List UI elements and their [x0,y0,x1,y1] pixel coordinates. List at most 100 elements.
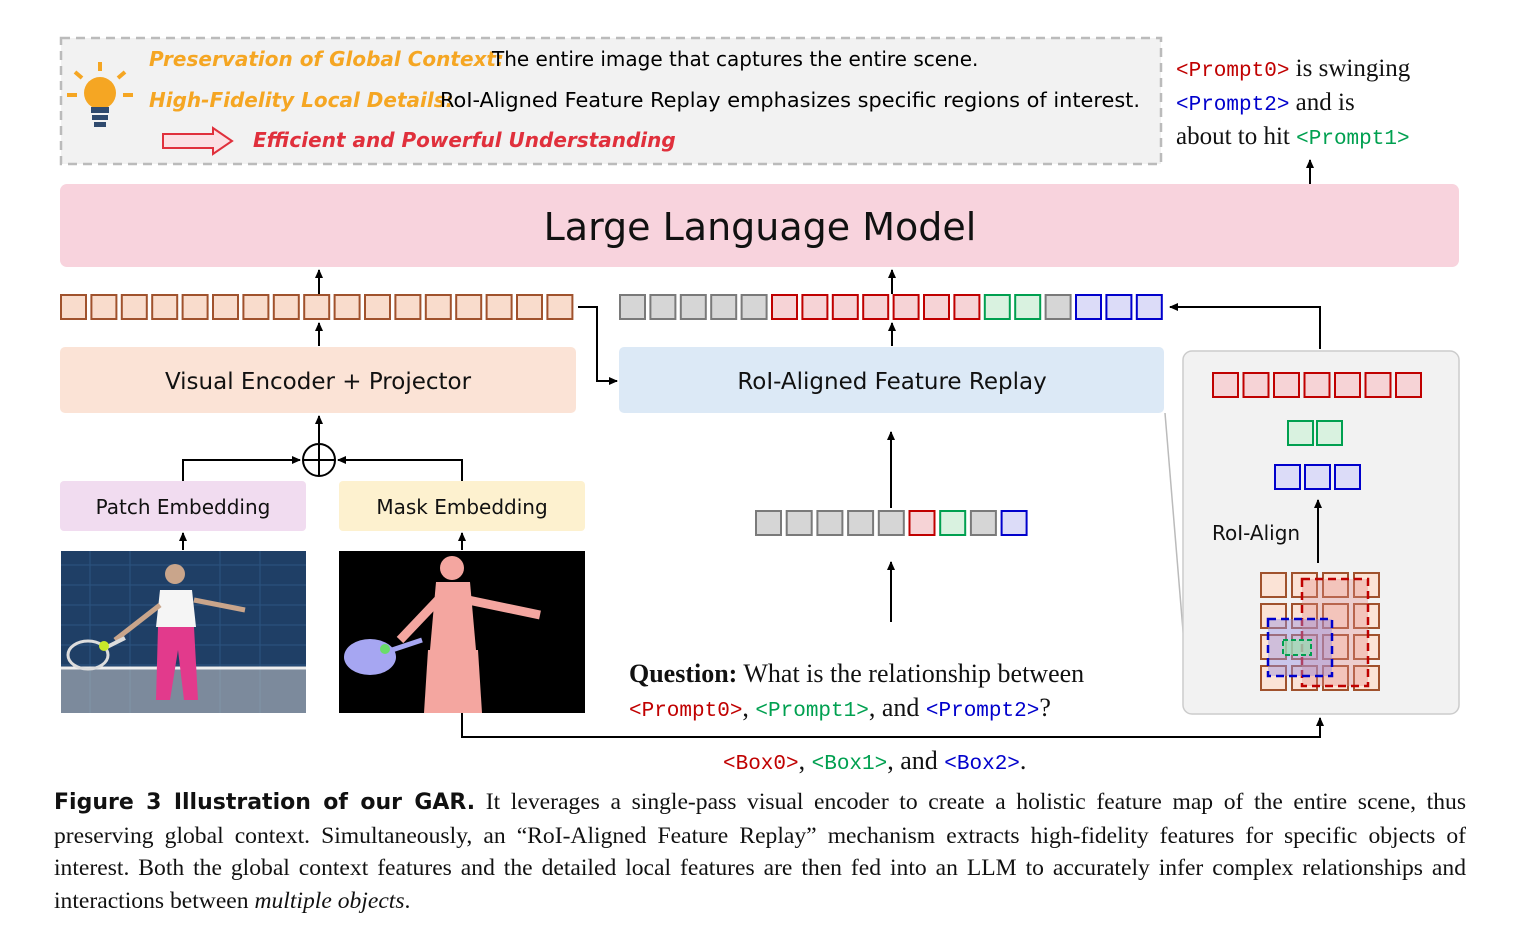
local-details-text: RoI-Aligned Feature Replay emphasizes sp… [440,88,1140,112]
red-token [831,294,859,320]
red-token [953,294,981,320]
roi-blue-token [1304,464,1331,490]
encoder-token [272,294,300,320]
red-token [892,294,920,320]
caption-body: It leverages a single-pass visual encode… [54,789,1467,914]
patch-embedding-label: Patch Embedding [96,495,271,519]
roi-align-label: RoI-Align [1212,521,1300,545]
red-token [771,294,798,320]
visual-encoder-label: Visual Encoder + Projector [165,369,472,395]
feature-cell [1291,603,1318,629]
encoder-token [455,294,483,320]
info-box [59,36,1163,166]
gray-token [877,510,905,536]
roi-red-token [1364,372,1392,398]
encoder-token [90,294,118,320]
mask-embedding-block [339,481,585,531]
encoder-token [364,294,391,320]
green-token [939,510,967,536]
gray-token [619,294,646,320]
local-details-label: High-Fidelity Local Details: [149,88,454,112]
red-token [908,510,936,536]
roi-red-token [1242,372,1270,398]
feature-cell [1260,572,1287,598]
gray-token [969,510,997,536]
encoder-token [394,294,422,320]
encoder-token [151,294,179,320]
roi-green-token [1316,420,1343,446]
roi-align-panel [1182,350,1460,715]
encoder-token [60,294,87,320]
oplus-icon [302,443,336,477]
hollow-arrow-icon [162,126,234,156]
roi-red-token [1212,372,1239,398]
feature-cell [1322,572,1349,598]
llm-label: Large Language Model [544,205,977,249]
figure-title: Figure 3 Illustration of our GAR. [54,790,476,815]
roi-blue-token [1334,464,1361,490]
feature-cell [1260,603,1287,629]
mask-embedding-label: Mask Embedding [376,495,547,519]
encoder-token [120,294,148,320]
output-line-1: <Prompt0> is swinging [1176,55,1411,83]
roi-red-tokens [1212,372,1422,398]
question-line-1: Question: What is the relationship betwe… [629,659,1084,688]
feature-cell [1353,634,1380,660]
prompt-tokens [755,510,1028,536]
visual-encoder-block [60,347,576,413]
patch-embedding-block [60,481,306,531]
figure-caption: Figure 3 Illustration of our GAR. It lev… [54,789,1467,914]
blue-token [1075,294,1102,320]
roi-red-token [1303,372,1331,398]
llm-input-tokens [619,294,1163,320]
lightbulb-icon [67,62,133,127]
feature-cell [1291,572,1318,598]
roi-red-token [1273,372,1300,398]
global-context-text: The entire image that captures the entir… [491,47,978,71]
gray-token [649,294,677,320]
roi-red-token [1334,372,1361,398]
encoder-token [516,294,543,320]
blue-token [1105,294,1133,320]
blue-token [1135,294,1163,320]
encoder-output-tokens [60,294,574,320]
red-token [801,294,829,320]
gray-token [1044,294,1072,320]
roi-blue-tokens [1274,464,1361,490]
blue-token [1000,510,1028,536]
green-token [983,294,1011,320]
encoder-token [424,294,452,320]
encoder-token [242,294,270,320]
box0-dashed [1300,577,1370,688]
red-token [923,294,950,320]
encoder-token [303,294,331,320]
roi-blue-token [1274,464,1301,490]
global-context-label: Preservation of Global Context: [149,47,504,71]
llm-block [60,184,1459,267]
feature-cell [1353,603,1380,629]
gray-token [710,294,738,320]
feature-replay-label: RoI-Aligned Feature Replay [737,369,1046,395]
gar-diagram: Preservation of Global Context: The enti… [59,36,1460,776]
encoder-token [212,294,239,320]
gray-token [755,510,782,536]
gray-token [740,294,768,320]
gray-token [847,510,875,536]
feature-cell [1322,634,1349,660]
question-line-2: <Prompt0>, <Prompt1>, and <Prompt2>? [629,693,1051,723]
feature-cell [1260,665,1287,691]
encoder-token [181,294,209,320]
feature-replay-block [619,347,1164,413]
roi-red-token [1395,372,1422,398]
encoder-token [546,294,574,320]
feature-cell [1353,572,1380,598]
encoder-token [333,294,361,320]
output-line-3: about to hit <Prompt1> [1176,123,1410,151]
feature-cell [1322,603,1349,629]
roi-green-token [1287,420,1314,446]
caption-emphasis: multiple objects [254,887,405,914]
gray-token [679,294,707,320]
efficient-understanding-text: Efficient and Powerful Understanding [253,128,676,152]
green-token [1014,294,1042,320]
gray-token [816,510,844,536]
